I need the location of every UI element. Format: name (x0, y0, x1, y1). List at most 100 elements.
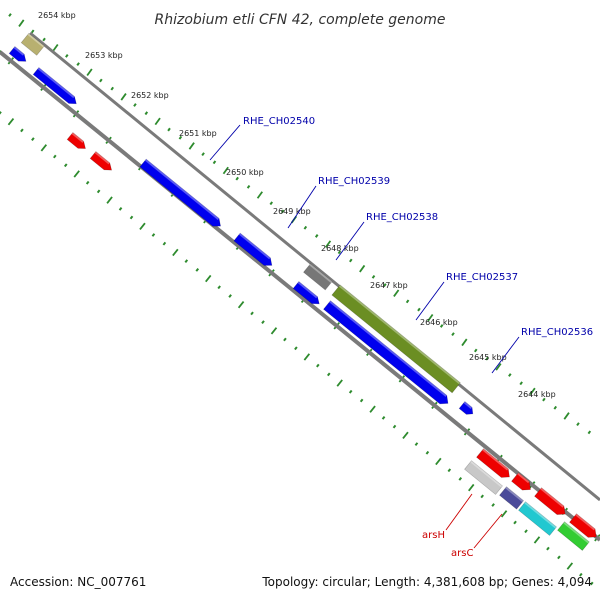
gene-feature[interactable] (476, 448, 513, 482)
tick-mark (439, 324, 444, 328)
scale-label: 2647 kbp (370, 281, 408, 290)
gene-shape[interactable] (499, 486, 524, 510)
tick-mark (325, 240, 332, 248)
tick-mark (480, 494, 484, 499)
tick-mark (381, 416, 386, 420)
gene-shape[interactable] (233, 232, 275, 269)
tick-mark (235, 176, 239, 181)
gene-shape[interactable] (292, 281, 322, 308)
gene-shape[interactable] (511, 472, 534, 494)
tick-mark (40, 144, 48, 152)
gene-labels: RHE_CH02540RHE_CH02539RHE_CH02538RHE_CH0… (209, 116, 593, 559)
gene-label-arsc[interactable]: arsC (451, 548, 473, 559)
tick-mark (336, 379, 343, 387)
tick-mark (533, 536, 541, 544)
tick-mark (435, 457, 442, 466)
gene-shape[interactable] (66, 132, 88, 153)
gene-feature[interactable] (464, 460, 503, 495)
gene-feature[interactable] (303, 263, 333, 291)
gene-label-rhe-ch02537[interactable]: RHE_CH02537 (446, 272, 518, 283)
gene-feature[interactable] (569, 513, 600, 541)
gene-label-arsh[interactable]: arsH (422, 530, 445, 541)
tick-mark (546, 546, 550, 551)
tick-mark (188, 142, 195, 150)
tick-mark (425, 450, 430, 455)
gene-feature[interactable] (139, 158, 224, 230)
scale-label: 2652 kbp (131, 91, 169, 100)
gene-shape[interactable] (139, 158, 224, 230)
tick-mark (529, 387, 536, 396)
tick-mark (53, 154, 57, 159)
gene-feature[interactable] (233, 232, 275, 269)
gene-highlight (238, 233, 271, 260)
gene-highlight (94, 151, 110, 165)
gene-shape[interactable] (32, 67, 79, 108)
gene-feature[interactable] (32, 67, 79, 108)
gene-shape[interactable] (476, 448, 513, 482)
gene-feature[interactable] (66, 132, 88, 153)
scale-label: 2650 kbp (226, 168, 264, 177)
tick-mark (151, 233, 156, 237)
tick-mark (337, 250, 342, 255)
gene-shape[interactable] (20, 32, 45, 56)
gene-feature[interactable] (511, 472, 534, 494)
gene-shape[interactable] (331, 284, 461, 394)
gene-feature[interactable] (89, 151, 114, 174)
tick-mark (237, 300, 245, 309)
tick-mark (42, 37, 46, 42)
tick-mark (519, 381, 523, 386)
tick-mark (485, 356, 489, 361)
label-leader-line (415, 281, 445, 321)
gene-shape[interactable] (303, 263, 333, 291)
gene-highlight (37, 67, 75, 99)
tick-mark (212, 160, 217, 165)
tick-mark (250, 311, 254, 316)
tick-mark (283, 337, 287, 342)
gene-feature[interactable] (499, 486, 524, 510)
tick-mark (589, 581, 594, 586)
tick-mark (144, 111, 149, 116)
gene-shape[interactable] (534, 487, 569, 519)
gene-feature[interactable] (323, 300, 452, 408)
gene-highlight (13, 46, 25, 56)
gene-highlight (517, 472, 530, 484)
tick-mark (7, 118, 15, 126)
gene-feature[interactable] (557, 521, 590, 551)
gene-feature[interactable] (518, 501, 557, 536)
tick-mark (270, 327, 278, 335)
gene-shape[interactable] (557, 521, 590, 551)
tick-mark (294, 346, 298, 351)
gene-label-rhe-ch02540[interactable]: RHE_CH02540 (243, 116, 315, 127)
gene-shape[interactable] (464, 460, 503, 495)
gene-feature[interactable] (458, 401, 476, 418)
tick-mark (20, 128, 24, 133)
tick-mark (369, 405, 376, 413)
gene-label-rhe-ch02539[interactable]: RHE_CH02539 (318, 176, 390, 187)
gene-highlight (144, 159, 220, 220)
gene-highlight (71, 132, 84, 143)
gene-shape[interactable] (518, 501, 557, 536)
tick-mark (154, 117, 161, 126)
tick-mark (566, 562, 574, 570)
gene-shape[interactable] (458, 401, 476, 418)
tick-mark (118, 206, 123, 211)
gene-highlight (309, 263, 333, 283)
gene-feature[interactable] (8, 46, 29, 65)
gene-label-rhe-ch02536[interactable]: RHE_CH02536 (521, 327, 593, 338)
tick-mark (451, 332, 455, 337)
gene-shape[interactable] (8, 46, 29, 65)
gene-shape[interactable] (89, 151, 114, 174)
gene-highlight (540, 487, 564, 508)
gene-feature[interactable] (20, 32, 45, 56)
gene-feature[interactable] (292, 281, 322, 308)
tick-mark (120, 93, 127, 101)
genome-summary-text: Topology: circular; Length: 4,381,608 bp… (261, 575, 592, 589)
tick-mark (129, 215, 134, 220)
gene-feature[interactable] (534, 487, 569, 519)
gene-shape[interactable] (323, 300, 452, 408)
gene-shape[interactable] (569, 513, 600, 541)
gene-label-rhe-ch02538[interactable]: RHE_CH02538 (366, 212, 438, 223)
gene-feature[interactable] (331, 284, 461, 394)
label-leader-line (491, 336, 520, 374)
tick-mark (30, 29, 35, 34)
